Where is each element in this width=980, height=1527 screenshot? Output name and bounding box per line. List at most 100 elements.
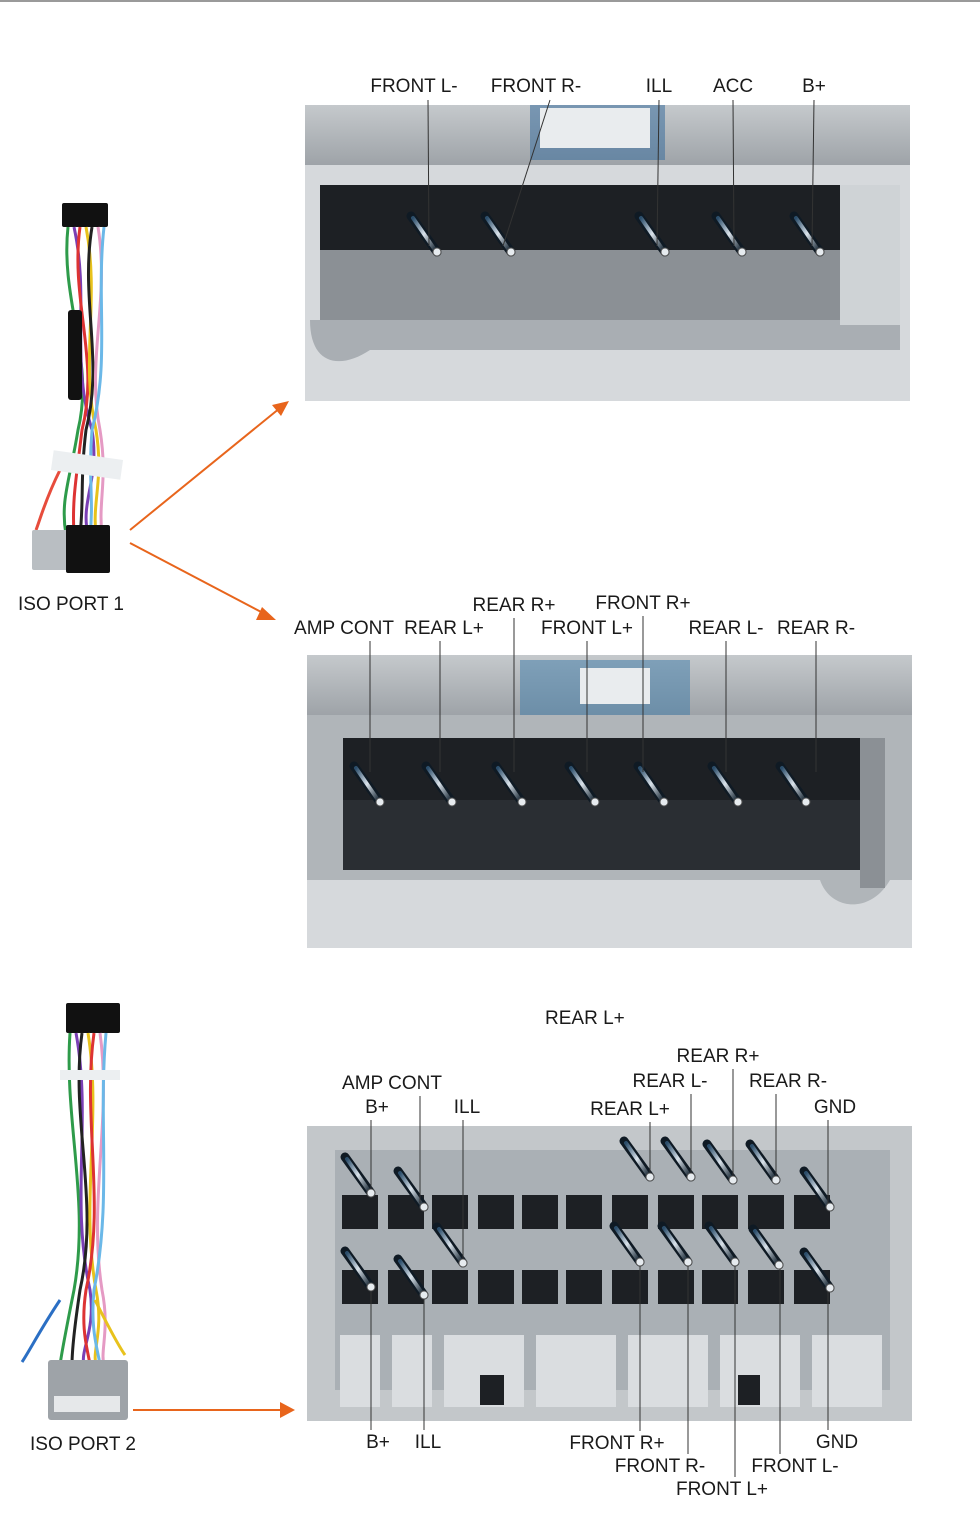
connector-c-cavity [522, 1195, 558, 1229]
arrow-to-connector-b [129, 542, 276, 620]
connector-b-pin-rear-l-plus-shine [426, 766, 452, 802]
connector-c-cavity [702, 1270, 738, 1304]
connector-c-leaders [370, 1069, 829, 1477]
connector-c-top-pin-amp-cont-tip [419, 1202, 429, 1212]
connector-a-pin-acc-tip [737, 247, 747, 257]
pin-label-amp-cont: AMP CONT [294, 618, 394, 639]
connector-c-top-pin-gnd-tip [825, 1202, 835, 1212]
top-divider [0, 0, 980, 2]
connector-c-cavity [342, 1195, 378, 1229]
leader-acc [732, 99, 735, 247]
connector-c-top-pin-rear-r-plus-shine [707, 1144, 733, 1180]
connector-c-cavity [658, 1270, 694, 1304]
pin-label-rear-l-plus: REAR L+ [404, 618, 484, 639]
connector-c-top-pin-ill-tip [458, 1258, 468, 1268]
connector-a-pin-ill-shine [639, 216, 665, 252]
connector-c-top-pin-gnd-shine [804, 1171, 830, 1207]
port1-label: ISO PORT 1 [18, 594, 124, 615]
leader-front-l-minus [427, 99, 430, 247]
connector-c-bottom-pin-front-r-minus-tip [683, 1257, 693, 1267]
connector-c-top-pin-rear-r-plus-tip [728, 1175, 738, 1185]
connector-c-cavity [748, 1195, 784, 1229]
connector-c-top-pin-rear-l-minus-tip [686, 1172, 696, 1182]
connector-c-cavity [748, 1270, 784, 1304]
connector-c-cavity [566, 1270, 602, 1304]
pin-label-b-plus: B+ [366, 1432, 390, 1453]
connector-b-photo [307, 655, 912, 948]
pin-label-front-r-minus: FRONT R- [491, 76, 581, 97]
connector-c-top-pin-b-plus-tip [366, 1188, 376, 1198]
connector-c-pins [340, 1136, 835, 1300]
port2-label: ISO PORT 2 [30, 1434, 136, 1455]
connector-c-top-pin-rear-l-plus-tip [645, 1172, 655, 1182]
connector-b-pin-front-r-plus-tip [659, 797, 669, 807]
connector-c-cavity [612, 1270, 648, 1304]
arrow-to-connector-a [129, 401, 289, 531]
connector-a-pin-front-r-minus-shine [485, 216, 511, 252]
connector-a-pin-front-r-minus-tip [506, 247, 516, 257]
connector-c-bottom-pin-front-r-minus-shine [662, 1226, 688, 1262]
connector-c-top-pin-rear-r-minus-shine [750, 1144, 776, 1180]
leader-b-plus [811, 99, 815, 247]
connector-b-pin-amp-cont-shine [354, 766, 380, 802]
pin-label-front-r-minus: FRONT R- [615, 1456, 705, 1477]
connector-a-pins [406, 211, 825, 257]
connector-b-pin-rear-l-minus-shine [712, 766, 738, 802]
connector-a-leaders [427, 99, 815, 247]
connector-c-bottom-pin-ill-shine [398, 1259, 424, 1295]
connector-b-pin-rear-r-minus-tip [801, 797, 811, 807]
pin-label-rear-l-minus: REAR L- [689, 618, 764, 639]
connector-a-pin-ill-tip [660, 247, 670, 257]
arrow-to-connector-c [133, 1402, 295, 1418]
connector-b-pin-rear-l-plus-tip [447, 797, 457, 807]
connector-c-cavity [478, 1270, 514, 1304]
connector-c-bottom-pin-front-r-plus-tip [635, 1257, 645, 1267]
connector-c-bottom-pin-front-r-plus-shine [614, 1226, 640, 1262]
pin-label-gnd: GND [814, 1097, 856, 1118]
pin-label-front-l-minus: FRONT L- [751, 1456, 838, 1477]
connector-c-bottom-pin-gnd-shine [804, 1252, 830, 1288]
connector-c-bottom-pin-ill-tip [419, 1290, 429, 1300]
connector-c-cavity [432, 1270, 468, 1304]
pin-label-rear-r-minus: REAR R- [749, 1071, 827, 1092]
connector-c-bottom-pin-front-l-minus-shine [753, 1229, 779, 1265]
connector-c-cavity [612, 1195, 648, 1229]
pin-label-rear-l-plus: REAR L+ [590, 1099, 670, 1120]
connector-c-top-pin-rear-l-plus-shine [624, 1141, 650, 1177]
pin-label-front-r-plus: FRONT R+ [569, 1433, 664, 1454]
pin-label-ill: ILL [454, 1097, 480, 1118]
pin-label-gnd: GND [816, 1432, 858, 1453]
connector-b-pin-front-l-plus-tip [590, 797, 600, 807]
harness-port2-photo [20, 1003, 128, 1420]
pin-label-front-l-plus: FRONT L+ [541, 618, 633, 639]
connector-c-bottom-pin-front-l-plus-shine [709, 1226, 735, 1262]
connector-a-photo [305, 105, 910, 401]
connector-b-pin-rear-r-plus-tip [517, 797, 527, 807]
pin-label-ill: ILL [646, 76, 672, 97]
connector-c-cavity [478, 1195, 514, 1229]
pin-label-front-l-minus: FRONT L- [370, 76, 457, 97]
connector-a-pin-b-plus-tip [815, 247, 825, 257]
connector-a-pin-front-l-minus-tip [432, 247, 442, 257]
connector-c-bottom-pin-b-plus-tip [366, 1282, 376, 1292]
connector-b-pin-front-l-plus-shine [569, 766, 595, 802]
pin-label-b-plus: B+ [365, 1097, 389, 1118]
connector-c-top-pin-b-plus-shine [345, 1157, 371, 1193]
connector-b-pin-rear-r-minus-shine [780, 766, 806, 802]
connector-b-pins [349, 761, 811, 807]
harness-port1-photo [32, 203, 124, 573]
connector-c-bottom-pin-front-l-plus-tip [730, 1257, 740, 1267]
connector-c-bottom-pin-b-plus-shine [345, 1251, 371, 1287]
leader-ill [656, 99, 660, 247]
connector-a-pin-b-plus-shine [794, 216, 820, 252]
connector-b-pin-front-r-plus-shine [638, 766, 664, 802]
pin-label-front-l-plus: FRONT L+ [676, 1479, 768, 1500]
pin-label-front-r-plus: FRONT R+ [595, 593, 690, 614]
pin-label-rear-l-minus: REAR L- [633, 1071, 708, 1092]
connector-a-pin-acc-shine [716, 216, 742, 252]
pin-label-ill: ILL [415, 1432, 441, 1453]
connector-c-top-pin-rear-l-minus-shine [665, 1141, 691, 1177]
pin-label-acc: ACC [713, 76, 753, 97]
